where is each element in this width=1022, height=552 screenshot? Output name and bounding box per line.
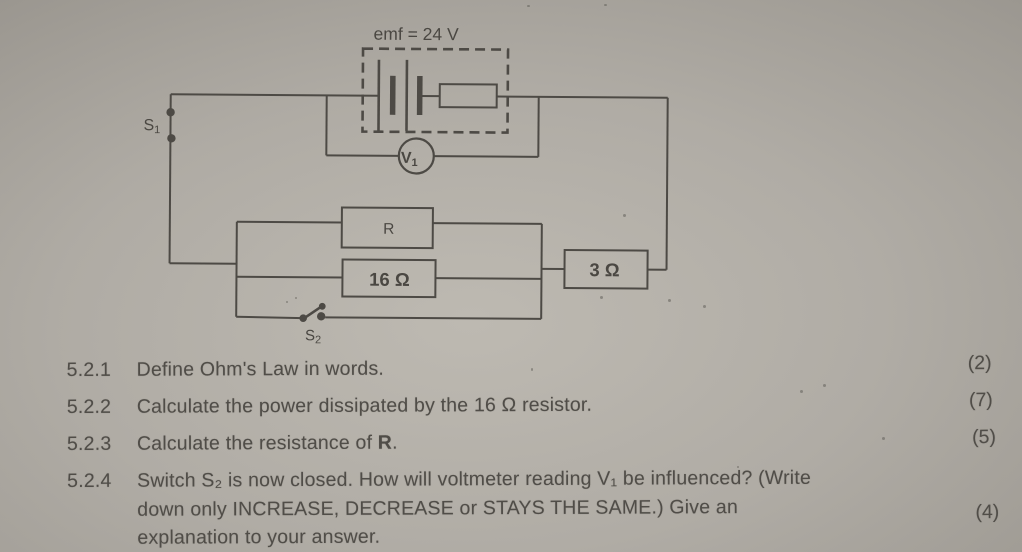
dust-speck bbox=[286, 301, 288, 303]
dust-speck bbox=[668, 299, 671, 302]
wire bbox=[665, 97, 669, 270]
question-text: Calculate the power dissipated by the 16… bbox=[136, 393, 593, 418]
question-text: Define Ohm's Law in words. bbox=[136, 357, 385, 381]
dust-speck bbox=[703, 305, 706, 308]
switch2-dot bbox=[299, 314, 307, 322]
wire bbox=[325, 316, 542, 320]
marks-badge: (5) bbox=[972, 426, 996, 449]
question-text-part: . bbox=[392, 431, 398, 454]
dust-speck bbox=[737, 466, 739, 468]
dust-speck bbox=[604, 4, 607, 6]
wire bbox=[168, 94, 172, 264]
marks-badge: (2) bbox=[967, 352, 992, 375]
switch2-dot bbox=[316, 312, 326, 321]
resistor-16-label: 16 Ω bbox=[369, 269, 410, 290]
dust-speck bbox=[823, 384, 826, 387]
wire bbox=[432, 222, 542, 225]
switch2-lever-tip bbox=[318, 302, 326, 310]
wire bbox=[170, 93, 379, 97]
resistor-3-box bbox=[563, 249, 649, 290]
dust-speck bbox=[623, 214, 626, 217]
switch1-label: S1 bbox=[143, 117, 160, 136]
question-text: Calculate the resistance of R. bbox=[137, 429, 398, 459]
marks-badge: (4) bbox=[975, 500, 1000, 524]
question-number: 5.2.3 bbox=[66, 432, 112, 456]
wire bbox=[433, 155, 539, 158]
resistor-3-label: 3 Ω bbox=[589, 259, 620, 280]
question-5-2-4: 5.2.4 Switch S₂ is now closed. How will v… bbox=[67, 464, 811, 552]
wire bbox=[236, 275, 343, 279]
switch1-dot bbox=[166, 108, 175, 117]
dust-speck bbox=[295, 297, 297, 299]
question-line: explanation to your answer. bbox=[137, 525, 381, 549]
dust-speck bbox=[600, 296, 603, 299]
question-number: 5.2.2 bbox=[66, 395, 112, 419]
question-number: 5.2.1 bbox=[66, 358, 112, 382]
battery-box bbox=[361, 47, 510, 134]
dust-speck bbox=[882, 437, 885, 440]
question-text-bold: R bbox=[377, 431, 393, 454]
internal-resistor-box bbox=[438, 83, 498, 109]
wire bbox=[235, 221, 238, 317]
question-5-2-1: 5.2.1 Define Ohm's Law in words. bbox=[67, 355, 384, 385]
switch1-dot bbox=[167, 134, 176, 143]
question-text: Switch S₂ is now closed. How will voltme… bbox=[137, 464, 811, 552]
resistor-r-label: R bbox=[383, 221, 394, 238]
dust-speck bbox=[531, 368, 533, 371]
dust-speck bbox=[800, 390, 803, 393]
dust-speck bbox=[527, 5, 530, 7]
wire bbox=[496, 95, 668, 99]
wire bbox=[326, 154, 400, 157]
voltmeter-label: V1 bbox=[401, 150, 418, 169]
wire bbox=[540, 223, 543, 319]
question-text-part: Calculate the resistance of bbox=[136, 431, 378, 455]
question-5-2-3: 5.2.3 Calculate the resistance of R. bbox=[67, 429, 398, 459]
wire bbox=[236, 315, 303, 320]
question-line: down only INCREASE, DECREASE or STAYS TH… bbox=[137, 495, 739, 521]
question-line: Switch S₂ is now closed. How will voltme… bbox=[137, 466, 812, 492]
wire bbox=[236, 220, 342, 224]
resistor-r-box bbox=[340, 206, 434, 250]
marks-badge: (7) bbox=[968, 389, 993, 412]
question-5-2-2: 5.2.2 Calculate the power dissipated by t… bbox=[67, 391, 592, 422]
wire bbox=[435, 277, 542, 280]
switch2-label: S2 bbox=[305, 327, 321, 346]
emf-label: emf = 24 V bbox=[374, 24, 460, 45]
question-number: 5.2.4 bbox=[67, 469, 112, 493]
